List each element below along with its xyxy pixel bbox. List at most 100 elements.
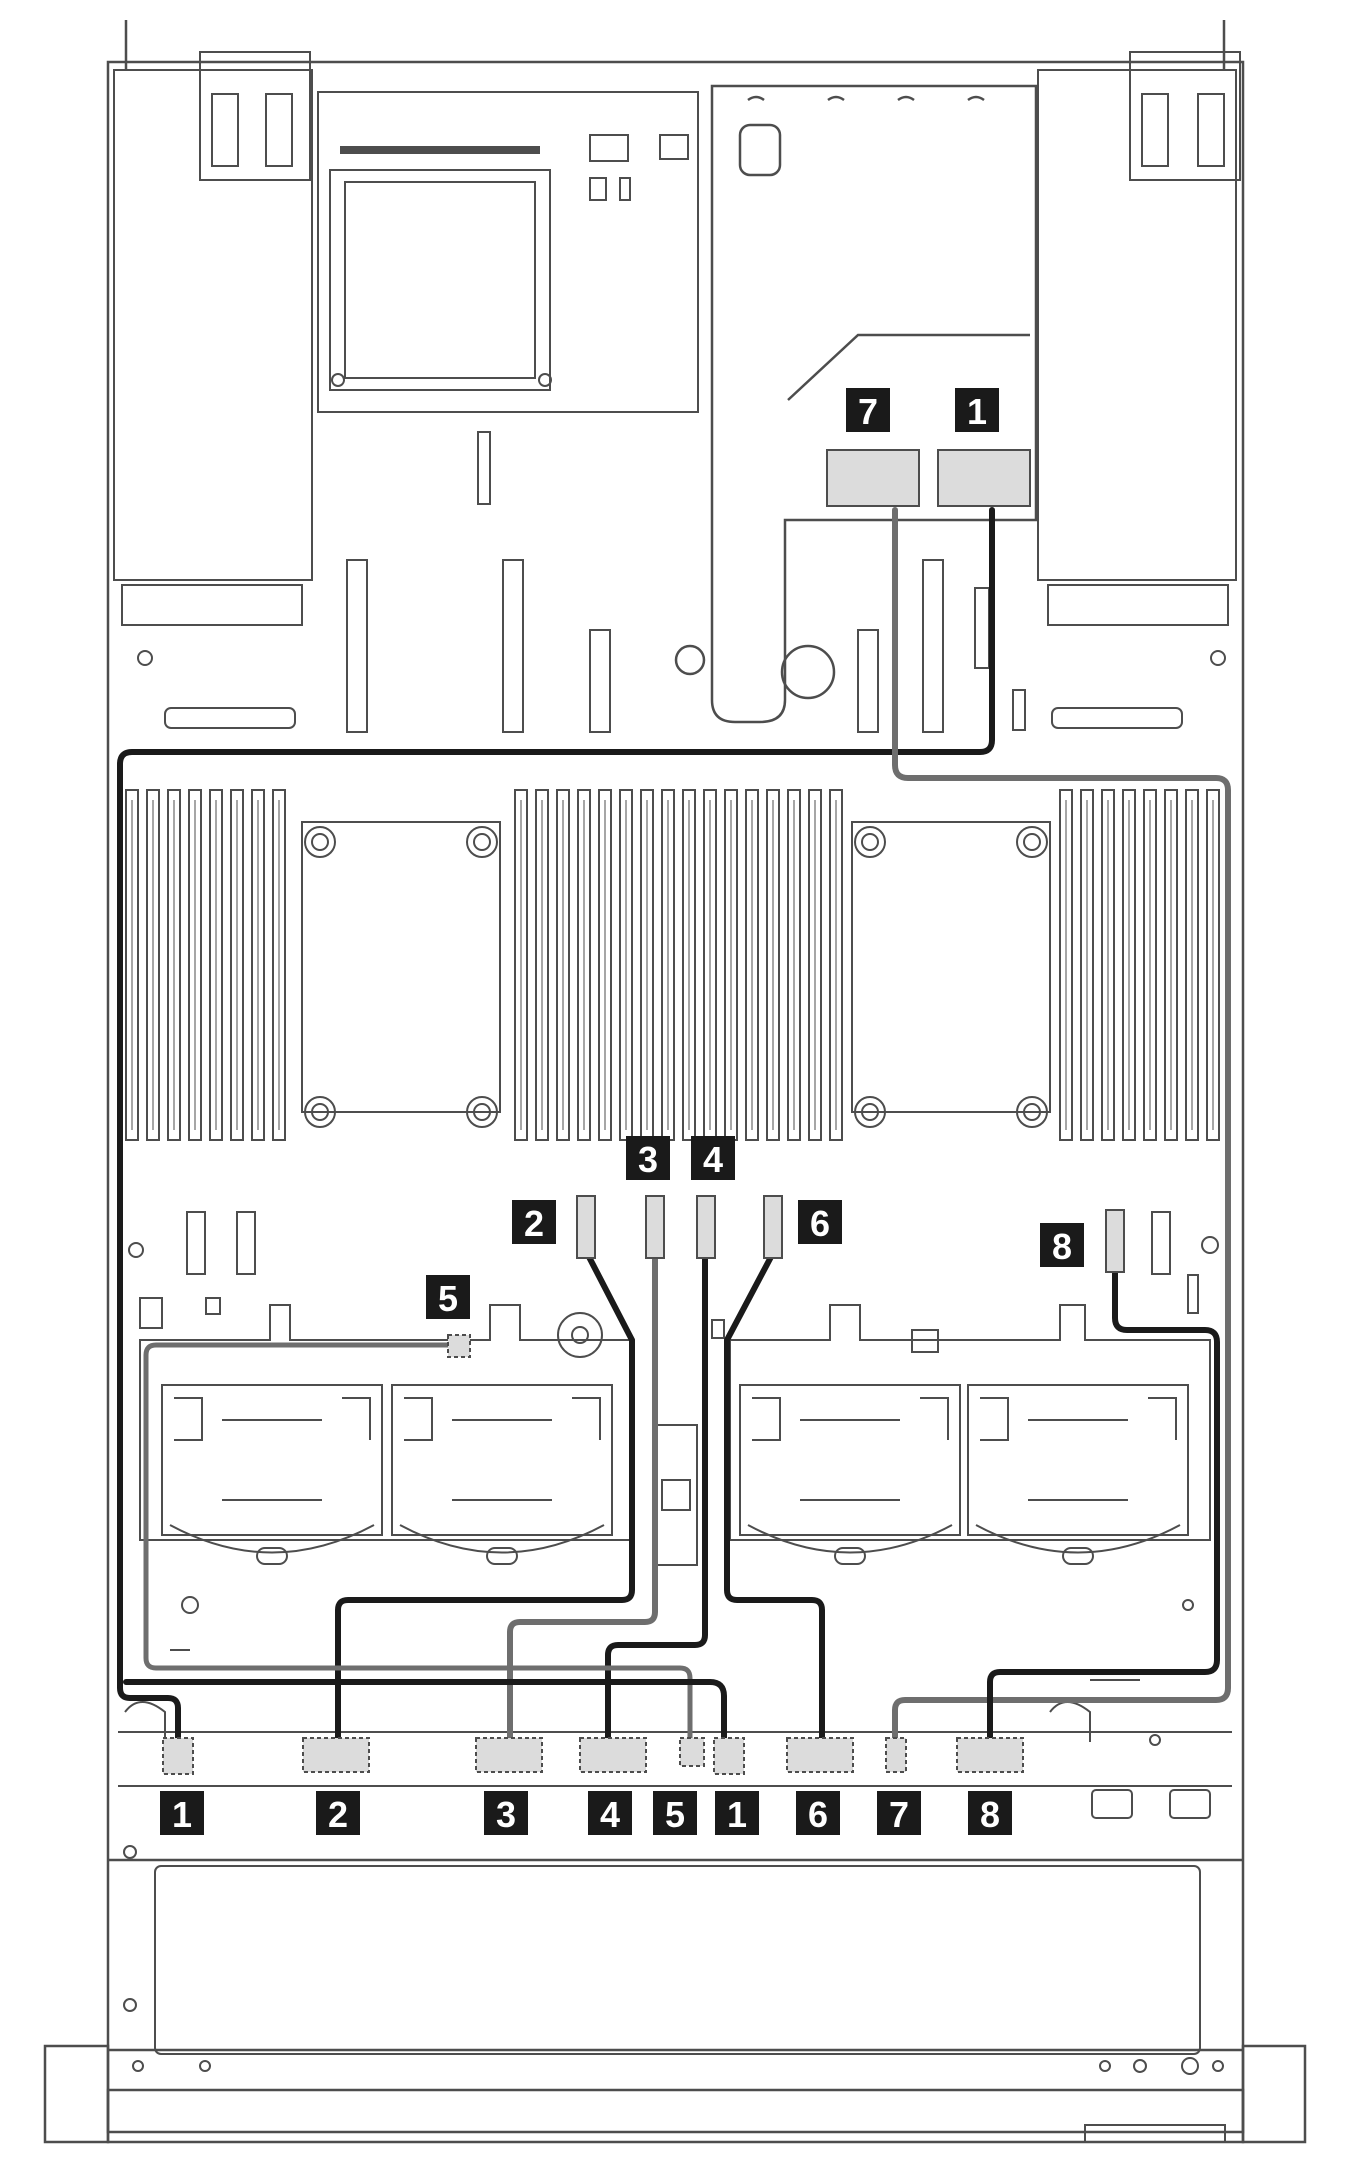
dimm-slot [251,789,265,1141]
dimm-slot [1122,789,1136,1141]
dimm-slot [1164,789,1178,1141]
dimm-slot [1101,789,1115,1141]
fan-unit [967,1384,1189,1536]
dimm-slot [766,789,780,1141]
dimm-slot [1185,789,1199,1141]
callout-label: 5 [426,1275,470,1319]
callout-label: 1 [160,1791,204,1835]
svg-text:3: 3 [638,1139,658,1180]
dimm-slot [1143,789,1157,1141]
callout-label: 2 [316,1791,360,1835]
dimm-slots-left [125,789,286,1141]
callout-label: 7 [846,388,890,432]
cable-path [605,1252,708,1741]
pcie-slots [137,431,1226,733]
callout-label: 8 [1040,1223,1084,1267]
cable-connector [1105,1209,1125,1273]
fan-modules [139,1304,1211,1565]
top-module [317,91,699,413]
cable-connector [162,1737,194,1775]
cable-path [892,507,1231,1741]
chassis-outline [43,20,1307,2144]
cable-connector [696,1195,716,1259]
dimm-slots-center [514,789,843,1141]
callout-label: 4 [691,1136,735,1180]
power-supply-left [113,51,313,626]
dimm-slot [146,789,160,1141]
callout-label: 1 [715,1791,759,1835]
cable-connector [302,1737,370,1773]
dimm-slot [577,789,591,1141]
cable-connector [885,1737,907,1773]
cable-path [724,1252,825,1741]
svg-text:2: 2 [328,1794,348,1835]
svg-text:8: 8 [1052,1226,1072,1267]
power-supply-right [1037,51,1241,626]
svg-text:4: 4 [600,1794,620,1835]
svg-text:2: 2 [524,1203,544,1244]
svg-text:1: 1 [967,391,987,432]
drive-bay [132,1865,1226,2143]
callout-label: 5 [653,1791,697,1835]
svg-text:8: 8 [980,1794,1000,1835]
cable-path [507,1252,658,1741]
dimm-slot [188,789,202,1141]
callout-label: 2 [512,1200,556,1244]
cable-path [143,1342,693,1743]
dimm-slot [682,789,696,1141]
dimm-slot [209,789,223,1141]
dimm-slot [514,789,528,1141]
cable-connector [447,1334,471,1358]
svg-text:1: 1 [172,1794,192,1835]
dimm-slot [230,789,244,1141]
dimm-slot [125,789,139,1141]
dimm-slot [535,789,549,1141]
riser-card [674,84,1038,724]
callout-label: 3 [484,1791,528,1835]
cables [117,507,1231,1743]
drive-backplane [118,1701,1232,2012]
dimm-slot [598,789,612,1141]
svg-text:3: 3 [496,1794,516,1835]
dimm-slot [787,789,801,1141]
dimm-slot [808,789,822,1141]
svg-text:7: 7 [889,1794,909,1835]
callout-label: 4 [588,1791,632,1835]
cable-connector [937,449,1031,507]
cable-connector [475,1737,543,1773]
svg-text:7: 7 [858,391,878,432]
dimm-slots-right [1059,789,1220,1141]
dimm-slot [1059,789,1073,1141]
cpu-socket-left [301,821,501,1128]
fan-unit [161,1384,383,1536]
cable-path [117,507,995,1741]
svg-text:5: 5 [665,1794,685,1835]
cable-connector [579,1737,647,1773]
dimm-slot [167,789,181,1141]
callout-label: 6 [796,1791,840,1835]
cable-connector [645,1195,665,1259]
cable-path [335,1252,635,1741]
fan-unit [391,1384,613,1536]
dimm-slot [745,789,759,1141]
cpu-socket-right [851,821,1051,1128]
callout-label: 6 [798,1200,842,1244]
cable-connector [786,1737,854,1773]
svg-text:6: 6 [808,1794,828,1835]
svg-text:6: 6 [810,1203,830,1244]
dimm-slot [1206,789,1220,1141]
cable-connector [826,449,920,507]
cable-path [123,1679,727,1741]
dimm-slot [829,789,843,1141]
dimm-slot [272,789,286,1141]
cable-connector [713,1737,745,1775]
cable-connector [679,1737,705,1767]
cable-connector [576,1195,596,1259]
cable-connector [763,1195,783,1259]
connectors [162,449,1125,1775]
callout-label: 8 [968,1791,1012,1835]
board-connectors [128,1211,1219,1358]
